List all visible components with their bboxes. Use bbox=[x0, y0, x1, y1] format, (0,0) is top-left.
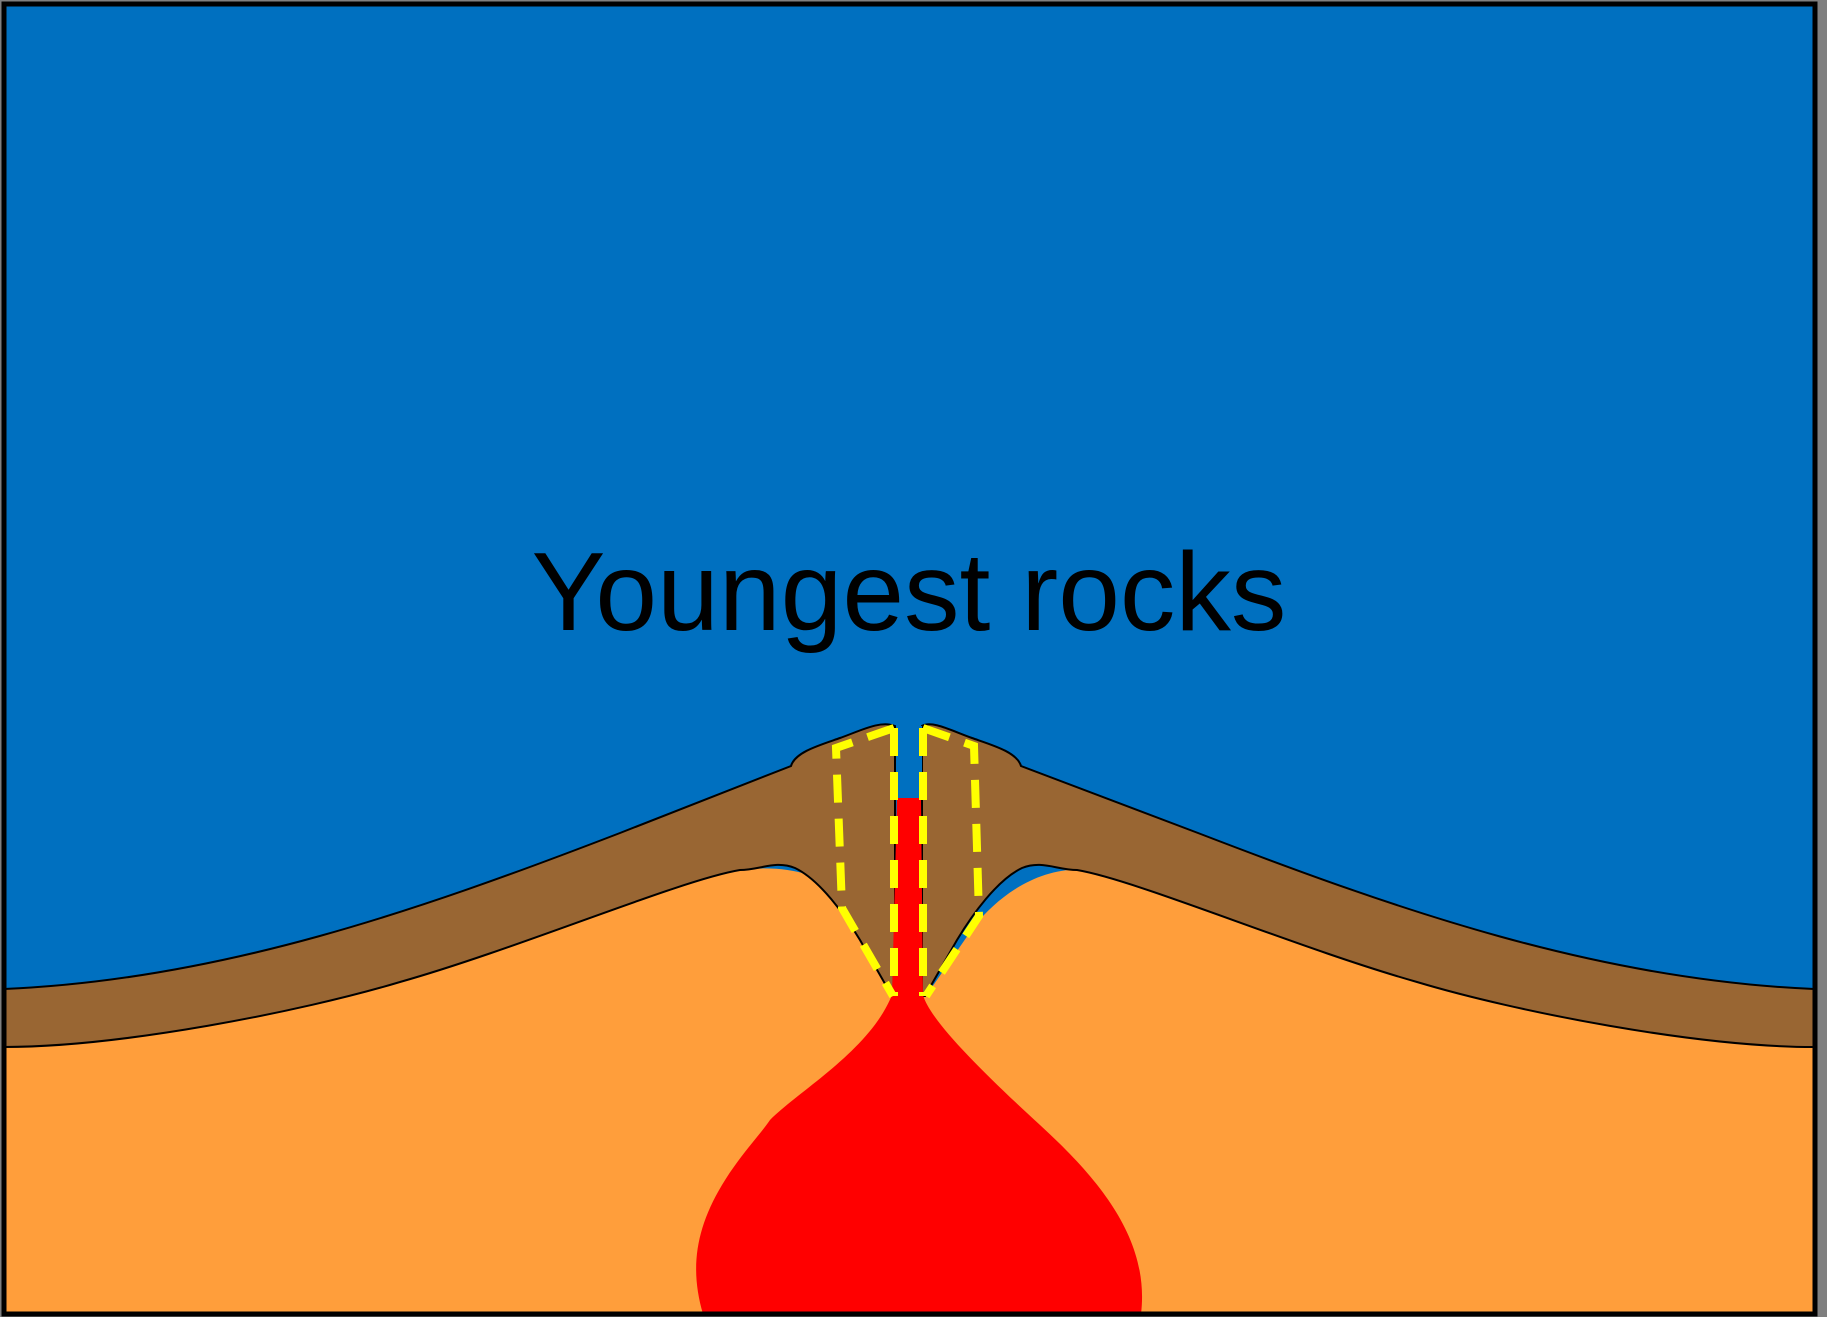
youngest-rocks-label: Youngest rocks bbox=[532, 530, 1287, 654]
rift-channel bbox=[896, 726, 922, 798]
